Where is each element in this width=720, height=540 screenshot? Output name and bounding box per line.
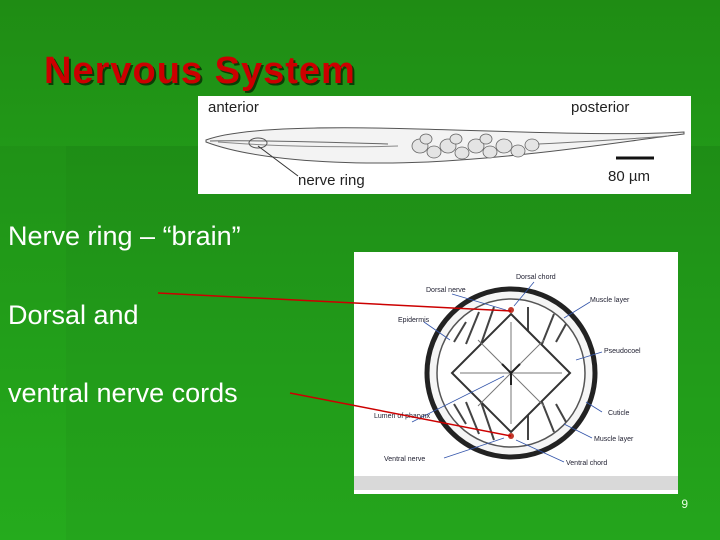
cuticle-label: Cuticle xyxy=(608,410,630,417)
dorsal-chord-label: Dorsal chord xyxy=(516,274,556,281)
bullet-dorsal: Dorsal and xyxy=(8,300,139,330)
background-band-left xyxy=(0,146,66,540)
pseudocoel-label: Pseudocoel xyxy=(604,348,641,355)
ventral-nerve-label: Ventral nerve xyxy=(384,456,425,463)
nerve-ring-pointer xyxy=(257,145,299,177)
cross-section-diagram: Dorsal chord Dorsal nerve Muscle layer E… xyxy=(354,252,678,494)
worm-diagram: anterior posterior nerve ring 80 µm xyxy=(198,96,691,194)
page-number: 9 xyxy=(681,497,688,511)
lumen-of-pharynx-label: Lumen of pharynx xyxy=(374,413,431,420)
nerve-ring xyxy=(248,137,268,149)
anterior-label: anterior xyxy=(208,99,259,116)
ventral-arrow xyxy=(289,392,512,437)
ventral-chord-label: Ventral chord xyxy=(566,460,607,467)
bullet-ventral-nerve-cords: ventral nerve cords xyxy=(8,378,238,408)
muscle-cells xyxy=(453,306,567,441)
scale-label: 80 µm xyxy=(608,168,650,185)
muscle-layer-bottom-label: Muscle layer xyxy=(594,436,634,443)
nerve-ring-label: nerve ring xyxy=(298,172,365,189)
copyright-strip xyxy=(354,476,678,490)
eggs xyxy=(411,133,540,160)
label-pointers xyxy=(411,281,603,463)
bullet-nerve-ring: Nerve ring – “brain” xyxy=(8,221,241,251)
intestine xyxy=(537,135,669,145)
muscle-layer-top-label: Muscle layer xyxy=(590,297,630,304)
pharynx-lower xyxy=(217,141,399,148)
posterior-label: posterior xyxy=(571,99,629,116)
slide-title: Nervous System xyxy=(44,50,356,92)
dorsal-arrow xyxy=(157,292,512,312)
epidermis-label: Epidermis xyxy=(398,317,430,324)
pharynx-lumen xyxy=(501,363,521,385)
dorsal-nerve-label: Dorsal nerve xyxy=(426,287,466,294)
pharynx xyxy=(209,140,389,145)
